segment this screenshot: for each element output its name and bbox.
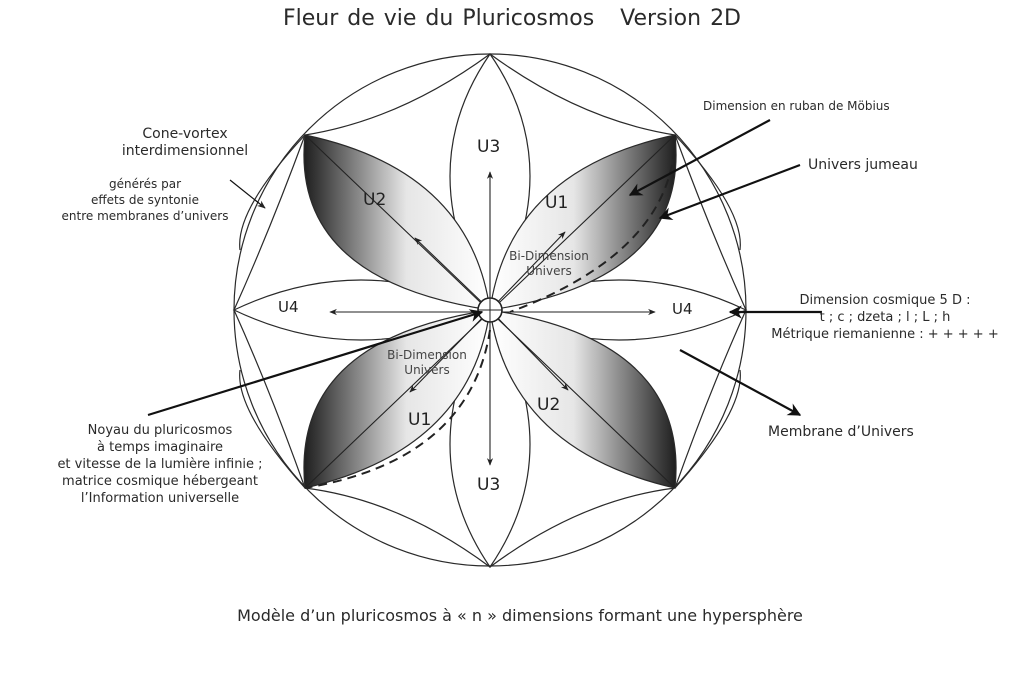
petal-u2-bottom xyxy=(489,309,677,489)
petal-u1-bottom xyxy=(303,309,491,489)
arrow-twin xyxy=(658,163,801,220)
label-u3-bottom: U3 xyxy=(477,475,501,495)
label-u4-left: U4 xyxy=(278,298,299,316)
figure-caption: Modèle d’un pluricosmos à « n » dimensio… xyxy=(237,606,803,625)
title-main: Fleur de vie du Pluricosmos xyxy=(282,6,595,31)
label-u4-right: U4 xyxy=(672,300,693,318)
cone-vortex-line1: Cone-vortex xyxy=(142,126,228,142)
cone-vortex-line2: interdimensionnel xyxy=(121,143,249,159)
title-version: Version 2D xyxy=(620,6,742,31)
mobius-dashed-curve xyxy=(304,134,676,489)
arrow-cone-vortex xyxy=(229,179,266,209)
annotation-twin-universe: Univers jumeau xyxy=(808,157,918,173)
core-icon xyxy=(477,297,503,323)
label-u2-bottom: U2 xyxy=(537,395,561,415)
core-line2: à temps imaginaire xyxy=(97,440,223,455)
bi-dimension-upper: Bi-Dimension Univers xyxy=(494,249,604,279)
arrow-core xyxy=(147,309,484,417)
label-u3-top: U3 xyxy=(477,137,501,157)
label-u1-top: U1 xyxy=(545,193,569,213)
core-line1: Noyau du pluricosmos xyxy=(87,423,233,438)
core-line3: et vitesse de la lumière infinie ; xyxy=(57,457,263,472)
bi-dimension-upper-line1: Bi-Dimension xyxy=(509,249,589,263)
annotation-cosmic-5d: Dimension cosmique 5 D : t ; c ; dzeta ;… xyxy=(760,292,1010,343)
annotation-cone-vortex: Cone-vortex interdimensionnel xyxy=(70,126,300,160)
cosmic-5d-line2: t ; c ; dzeta ; l ; L ; h xyxy=(819,310,951,325)
bi-dimension-upper-line2: Univers xyxy=(526,264,572,278)
bi-dimension-lower-line2: Univers xyxy=(404,363,450,377)
annotation-cone-vortex-sub: générés par effets de syntonie entre mem… xyxy=(40,176,250,224)
core-line5: l’Information universelle xyxy=(80,491,240,506)
bi-dimension-lower: Bi-Dimension Univers xyxy=(372,348,482,378)
arrow-membrane xyxy=(679,349,802,416)
cosmic-5d-line1: Dimension cosmique 5 D : xyxy=(799,293,971,308)
annotation-mobius: Dimension en ruban de Möbius xyxy=(703,99,890,113)
bi-dimension-lower-line1: Bi-Dimension xyxy=(387,348,467,362)
page-title: Fleur de vie du Pluricosmos Version 2D xyxy=(0,6,1024,31)
arrow-mobius xyxy=(628,119,771,196)
cosmic-5d-line3: Métrique riemanienne : + + + + + xyxy=(771,327,999,342)
annotation-membrane: Membrane d’Univers xyxy=(768,424,914,440)
cone-vortex-line5: entre membranes d’univers xyxy=(61,209,229,223)
label-u2-top: U2 xyxy=(363,190,387,210)
cone-vortex-line3: générés par xyxy=(108,177,181,191)
annotation-core: Noyau du pluricosmos à temps imaginaire … xyxy=(40,422,280,507)
cone-vortex-line4: effets de syntonie xyxy=(91,193,199,207)
label-u1-bottom: U1 xyxy=(408,410,432,430)
core-line4: matrice cosmique hébergeant xyxy=(62,474,258,489)
